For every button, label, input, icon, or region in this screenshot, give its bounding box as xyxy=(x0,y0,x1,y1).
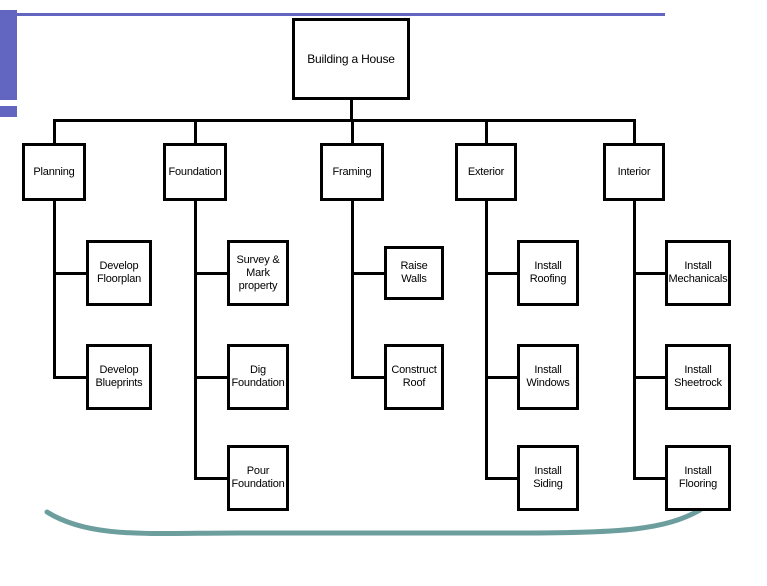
child-trunk-4 xyxy=(633,201,636,480)
node-label: Construct Roof xyxy=(391,364,437,389)
node-label: Install Windows xyxy=(526,364,570,389)
node-label: Install Mechanicals xyxy=(668,260,728,285)
child-connector-3-1 xyxy=(485,376,520,379)
leaf-node-4-2: Install Flooring xyxy=(665,445,731,511)
accent-top-rule xyxy=(17,13,665,16)
leaf-node-2-1: Construct Roof xyxy=(384,344,444,410)
branch-node-1: Foundation xyxy=(163,143,227,201)
node-label: Develop Floorplan xyxy=(96,260,142,285)
node-label: Planning xyxy=(33,165,75,178)
node-label: Develop Blueprints xyxy=(95,364,143,389)
node-label: Survey & Mark property xyxy=(236,253,280,292)
branch-node-2: Framing xyxy=(320,143,384,201)
node-label: Install Sheetrock xyxy=(674,364,722,389)
leaf-node-4-0: Install Mechanicals xyxy=(665,240,731,306)
child-trunk-1 xyxy=(194,201,197,480)
branch-stem-4 xyxy=(633,119,636,143)
node-label: Install Roofing xyxy=(529,260,567,285)
node-label: Framing xyxy=(332,165,372,178)
root-node: Building a House xyxy=(292,18,410,100)
child-trunk-2 xyxy=(351,201,354,379)
leaf-node-1-0: Survey & Mark property xyxy=(227,240,289,306)
node-label: Building a House xyxy=(307,51,395,66)
branch-stem-3 xyxy=(485,119,488,143)
node-label: Foundation xyxy=(168,165,222,178)
child-connector-1-2 xyxy=(194,477,230,480)
accent-bar-large xyxy=(0,10,17,100)
branch-node-3: Exterior xyxy=(455,143,517,201)
node-label: Pour Foundation xyxy=(231,465,285,490)
leaf-node-3-0: Install Roofing xyxy=(517,240,579,306)
leaf-node-3-2: Install Siding xyxy=(517,445,579,511)
leaf-node-0-0: Develop Floorplan xyxy=(86,240,152,306)
leaf-node-3-1: Install Windows xyxy=(517,344,579,410)
branch-stem-2 xyxy=(351,119,354,143)
leaf-node-1-1: Dig Foundation xyxy=(227,344,289,410)
node-label: Install Flooring xyxy=(678,465,718,490)
child-connector-0-0 xyxy=(53,272,89,275)
child-connector-2-0 xyxy=(351,272,387,275)
child-connector-4-2 xyxy=(633,477,668,480)
branch-bus xyxy=(53,119,636,122)
leaf-node-0-1: Develop Blueprints xyxy=(86,344,152,410)
child-connector-0-1 xyxy=(53,376,89,379)
node-label: Interior xyxy=(617,165,651,178)
node-label: Exterior xyxy=(467,165,505,178)
accent-bar-small xyxy=(0,106,17,117)
child-connector-2-1 xyxy=(351,376,387,379)
root-stem xyxy=(350,100,353,122)
branch-stem-0 xyxy=(53,119,56,143)
leaf-node-4-1: Install Sheetrock xyxy=(665,344,731,410)
leaf-node-1-2: Pour Foundation xyxy=(227,445,289,511)
child-connector-4-1 xyxy=(633,376,668,379)
child-connector-4-0 xyxy=(633,272,668,275)
accent-bottom-curve xyxy=(44,507,703,537)
child-connector-3-0 xyxy=(485,272,520,275)
child-trunk-3 xyxy=(485,201,488,480)
branch-node-4: Interior xyxy=(603,143,665,201)
node-label: Raise Walls xyxy=(400,260,428,285)
branch-node-0: Planning xyxy=(22,143,86,201)
node-label: Install Siding xyxy=(533,465,563,490)
branch-stem-1 xyxy=(194,119,197,143)
leaf-node-2-0: Raise Walls xyxy=(384,246,444,300)
child-connector-1-1 xyxy=(194,376,230,379)
child-trunk-0 xyxy=(53,201,56,379)
node-label: Dig Foundation xyxy=(231,364,285,389)
child-connector-1-0 xyxy=(194,272,230,275)
child-connector-3-2 xyxy=(485,477,520,480)
